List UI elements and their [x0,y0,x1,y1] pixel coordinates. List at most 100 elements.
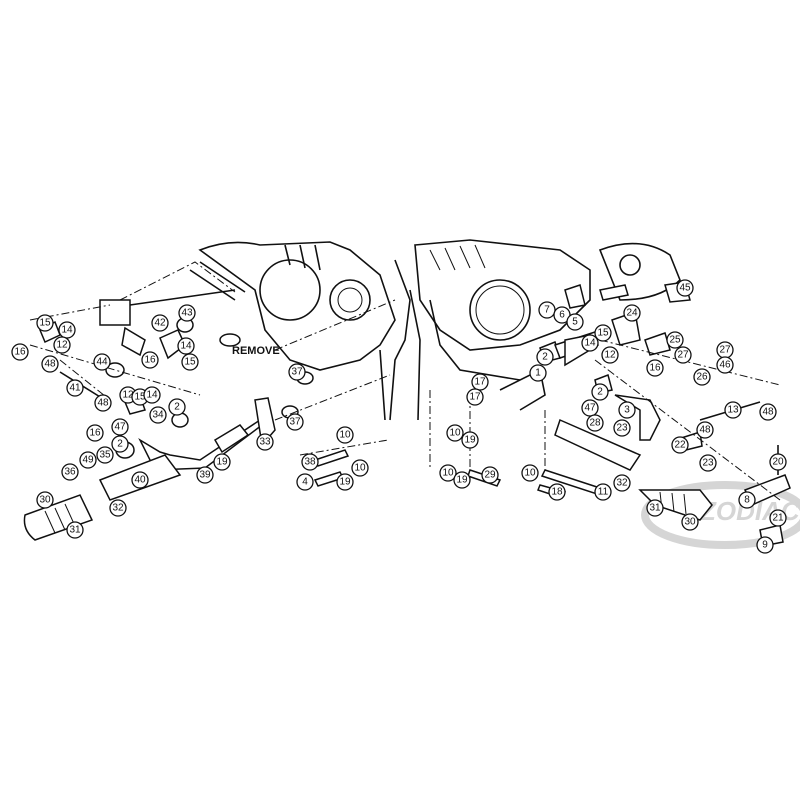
callout-number: 25 [669,335,681,346]
callout-number: 24 [626,308,638,319]
callout-12: 12 [53,336,71,354]
callout-number: 22 [674,440,686,451]
callout-number: 10 [449,428,461,439]
callout-number: 20 [772,457,784,468]
callout-number: 17 [469,392,481,403]
callout-number: 43 [181,308,193,319]
callout-number: 12 [122,390,134,401]
callout-36: 36 [61,463,79,481]
callout-number: 41 [69,383,81,394]
callout-18: 18 [548,483,566,501]
callout-4: 4 [296,473,314,491]
callout-43: 43 [178,304,196,322]
callout-number: 37 [291,367,303,378]
callout-14: 14 [143,386,161,404]
callout-48: 48 [696,421,714,439]
callout-35: 35 [96,446,114,464]
callout-37: 37 [288,363,306,381]
callout-2: 2 [536,348,554,366]
left-shift-assembly [23,261,396,541]
callout-21: 21 [769,509,787,527]
callout-number: 48 [44,359,56,370]
callout-number: 14 [146,390,158,401]
callout-10: 10 [446,424,464,442]
callout-number: 7 [544,305,550,316]
callout-number: 21 [772,513,784,524]
callout-number: 14 [61,325,73,336]
callout-46: 46 [716,356,734,374]
callout-30: 30 [36,491,54,509]
callout-number: 33 [259,437,271,448]
callout-31: 31 [66,521,84,539]
callout-number: 18 [551,487,563,498]
callout-number: 31 [649,503,661,514]
callout-number: 15 [39,318,51,329]
callout-10: 10 [521,464,539,482]
callout-number: 3 [624,405,630,416]
callout-number: 16 [649,363,661,374]
callout-48: 48 [759,403,777,421]
callout-40: 40 [131,471,149,489]
callout-14: 14 [58,321,76,339]
callout-number: 12 [56,340,68,351]
callout-17: 17 [471,373,489,391]
callout-number: 8 [744,495,750,506]
callout-2: 2 [168,398,186,416]
callout-16: 16 [11,343,29,361]
callout-20: 20 [769,453,787,471]
callout-number: 19 [464,435,476,446]
callout-number: 2 [117,439,123,450]
callout-22: 22 [671,436,689,454]
callout-number: 47 [584,403,596,414]
callout-9: 9 [756,536,774,554]
callout-44: 44 [93,353,111,371]
callout-48: 48 [41,355,59,373]
callout-45: 45 [676,279,694,297]
remove-annotation: REMOVE [232,345,280,357]
callout-number: 16 [14,347,26,358]
callout-33: 33 [256,433,274,451]
callout-37: 37 [286,413,304,431]
callout-number: 1 [535,368,541,379]
callout-19: 19 [461,431,479,449]
callout-38: 38 [301,453,319,471]
callout-49: 49 [79,451,97,469]
callout-number: 19 [339,477,351,488]
callout-number: 10 [524,468,536,479]
callout-number: 10 [339,430,351,441]
callout-number: 2 [542,352,548,363]
callout-7: 7 [538,301,556,319]
callout-number: 10 [442,468,454,479]
callout-number: 6 [559,310,565,321]
callout-16: 16 [141,351,159,369]
callout-27: 27 [716,341,734,359]
callout-number: 27 [719,345,731,356]
callout-number: 19 [216,457,228,468]
callout-5: 5 [566,313,584,331]
callout-19: 19 [336,473,354,491]
callout-47: 47 [111,418,129,436]
callout-number: 15 [134,392,146,403]
callout-number: 34 [152,410,164,421]
callout-number: 38 [304,457,316,468]
callout-number: 19 [456,475,468,486]
callout-23: 23 [699,454,717,472]
callout-number: 31 [69,525,81,536]
callout-32: 32 [109,499,127,517]
callout-number: 48 [699,425,711,436]
callout-number: 30 [39,495,51,506]
callout-number: 48 [762,407,774,418]
callout-26: 26 [693,368,711,386]
callout-number: 32 [112,503,124,514]
callout-13: 13 [724,401,742,419]
callout-number: 17 [474,377,486,388]
callout-1: 1 [529,364,547,382]
callout-number: 48 [97,398,109,409]
callout-17: 17 [466,388,484,406]
callout-number: 12 [604,350,616,361]
callout-30: 30 [681,513,699,531]
callout-28: 28 [586,414,604,432]
callout-number: 39 [199,470,211,481]
